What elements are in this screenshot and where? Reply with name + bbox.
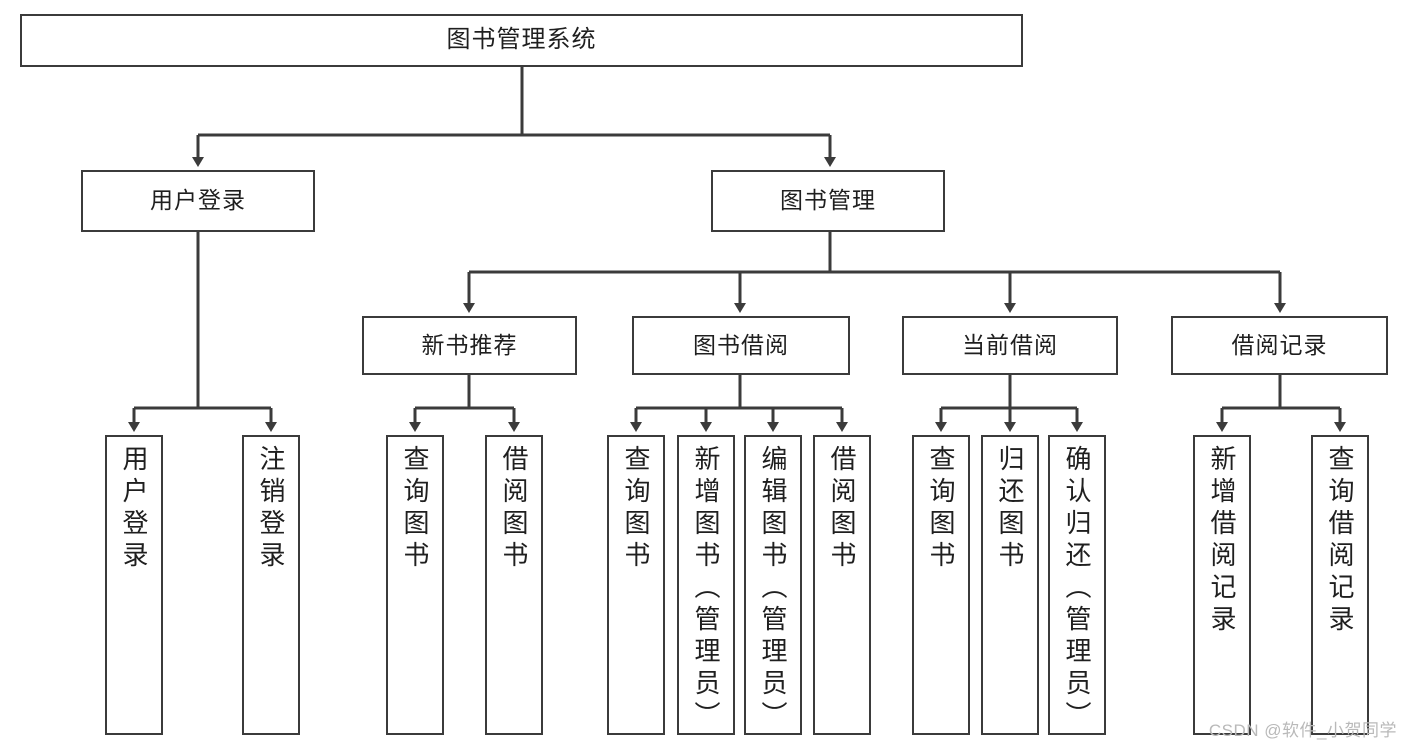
node-user-login-label: 用户登录	[150, 187, 246, 214]
node-leaf-user-login[interactable]: 用户登录	[105, 435, 163, 735]
node-leaf-add-book[interactable]: 新增图书（管理员）	[677, 435, 735, 735]
node-leaf-user-login-label: 用户登录	[119, 445, 149, 573]
node-leaf-add-book-label: 新增图书（管理员）	[691, 445, 721, 733]
node-leaf-query-book-3-label: 查询图书	[926, 445, 956, 573]
node-leaf-query-record-label: 查询借阅记录	[1325, 445, 1355, 637]
node-leaf-return-book[interactable]: 归还图书	[981, 435, 1039, 735]
node-leaf-edit-book-label: 编辑图书（管理员）	[758, 445, 788, 733]
node-new-book-rec-label: 新书推荐	[421, 331, 518, 358]
node-leaf-logout[interactable]: 注销登录	[242, 435, 300, 735]
node-leaf-query-record[interactable]: 查询借阅记录	[1311, 435, 1369, 735]
node-leaf-add-record[interactable]: 新增借阅记录	[1193, 435, 1251, 735]
node-leaf-borrow-book-1-label: 借阅图书	[499, 445, 529, 573]
node-leaf-query-book-1[interactable]: 查询图书	[386, 435, 444, 735]
node-root[interactable]: 图书管理系统	[20, 14, 1023, 67]
node-borrow-record-label: 借阅记录	[1231, 331, 1328, 358]
node-current-borrow[interactable]: 当前借阅	[902, 316, 1118, 375]
node-borrow-record[interactable]: 借阅记录	[1171, 316, 1388, 375]
node-book-manage-label: 图书管理	[780, 187, 876, 214]
node-leaf-edit-book[interactable]: 编辑图书（管理员）	[744, 435, 802, 735]
node-leaf-borrow-book-2[interactable]: 借阅图书	[813, 435, 871, 735]
node-leaf-add-record-label: 新增借阅记录	[1207, 445, 1237, 637]
node-leaf-query-book-2[interactable]: 查询图书	[607, 435, 665, 735]
node-leaf-confirm-return-label: 确认归还（管理员）	[1062, 445, 1092, 733]
node-user-login[interactable]: 用户登录	[81, 170, 315, 232]
node-leaf-query-book-1-label: 查询图书	[400, 445, 430, 573]
node-book-borrow-label: 图书借阅	[693, 331, 789, 358]
node-leaf-query-book-2-label: 查询图书	[621, 445, 651, 573]
node-leaf-borrow-book-1[interactable]: 借阅图书	[485, 435, 543, 735]
node-leaf-confirm-return[interactable]: 确认归还（管理员）	[1048, 435, 1106, 735]
node-root-label: 图书管理系统	[446, 26, 597, 54]
node-new-book-rec[interactable]: 新书推荐	[362, 316, 577, 375]
node-leaf-query-book-3[interactable]: 查询图书	[912, 435, 970, 735]
node-leaf-return-book-label: 归还图书	[995, 445, 1025, 573]
node-leaf-borrow-book-2-label: 借阅图书	[827, 445, 857, 573]
watermark-text: CSDN @软件_小贺同学	[1208, 721, 1397, 740]
node-book-borrow[interactable]: 图书借阅	[632, 316, 850, 375]
node-current-borrow-label: 当前借阅	[962, 331, 1058, 358]
node-book-manage[interactable]: 图书管理	[711, 170, 945, 232]
node-leaf-logout-label: 注销登录	[256, 445, 286, 573]
